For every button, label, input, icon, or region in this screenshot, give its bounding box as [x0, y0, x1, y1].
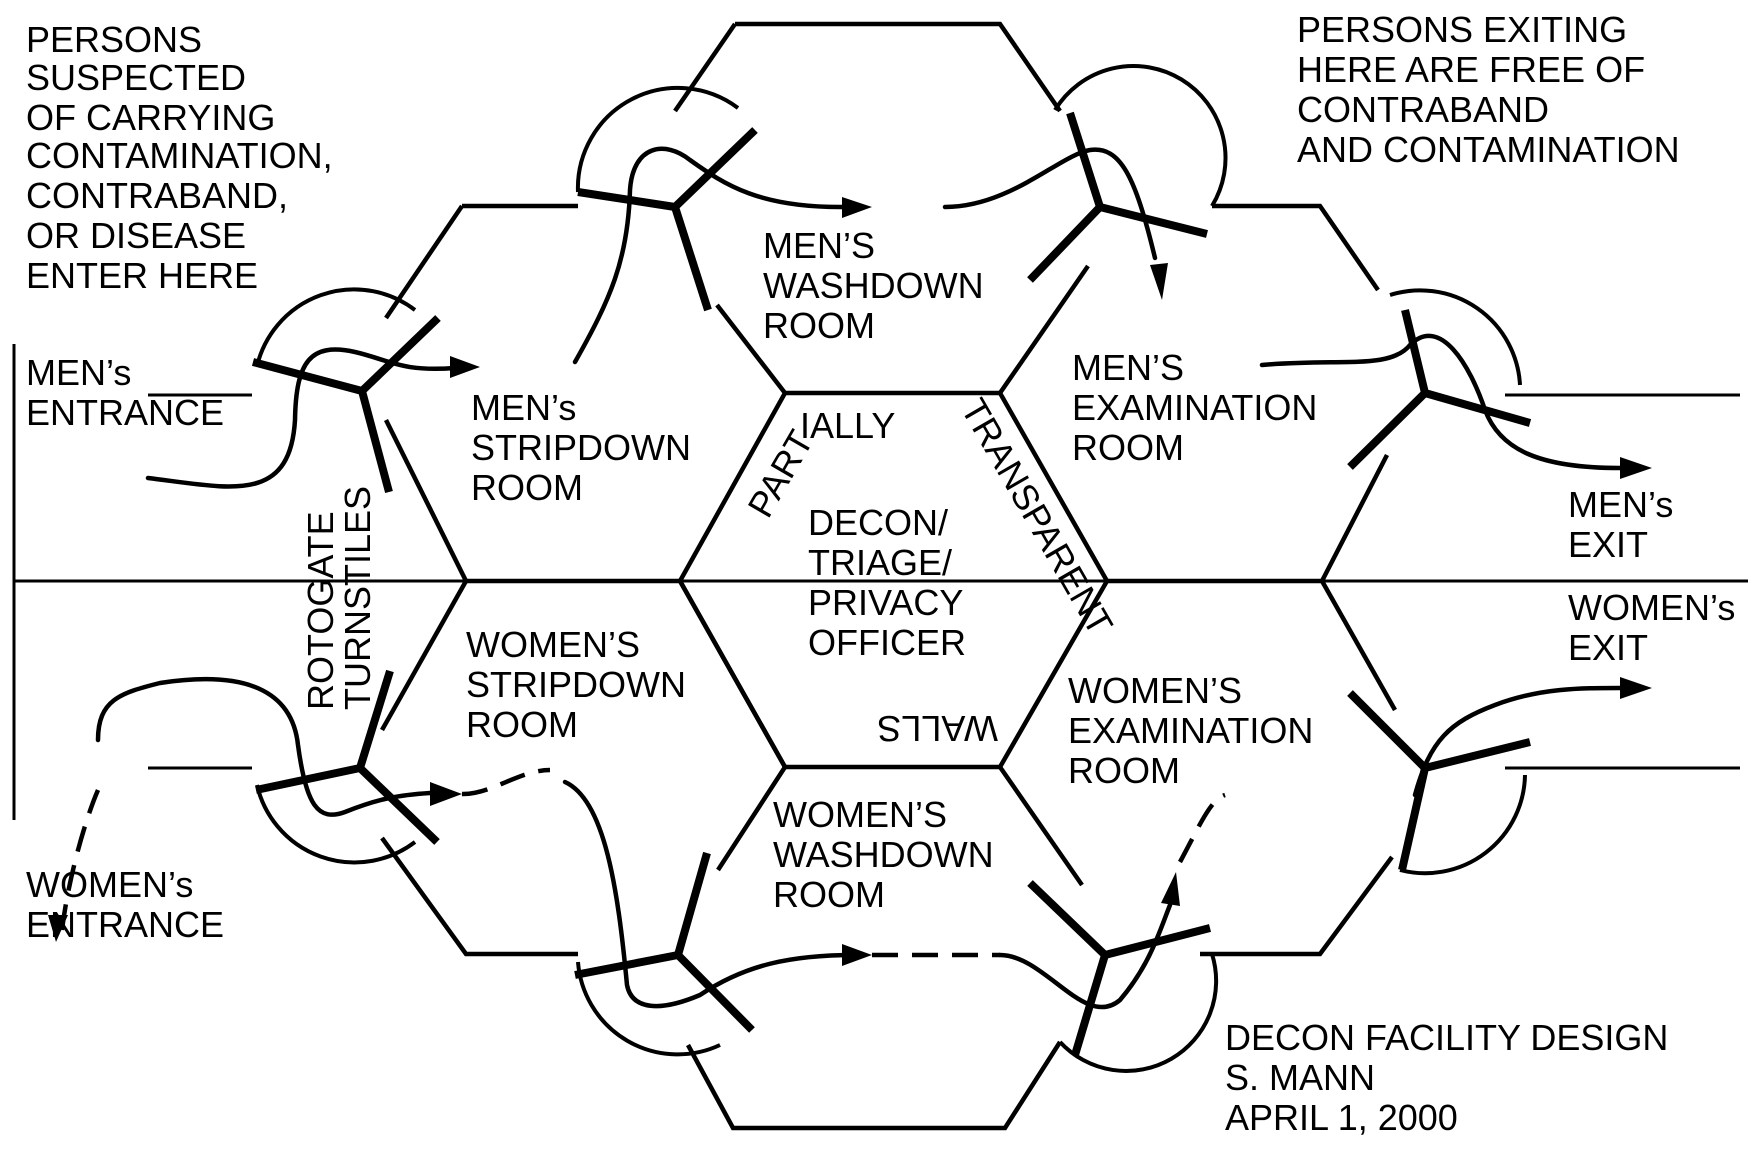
arrowhead	[1161, 872, 1180, 906]
womens-exit-turnstile	[1399, 774, 1527, 876]
rotogate-turnstiles	[251, 63, 1532, 1073]
mens-washdown-label: MEN’S WASHDOWN ROOM	[763, 225, 994, 346]
arrowhead	[430, 782, 462, 806]
arrowhead	[1620, 677, 1652, 699]
womens-entrance-turnstile	[255, 784, 417, 865]
womens-stripdown-label: WOMEN’S STRIPDOWN ROOM	[466, 624, 696, 745]
mens-wash-exam-turnstile	[1053, 63, 1228, 208]
womens-exam-label: WOMEN’S EXAMINATION ROOM	[1068, 670, 1323, 791]
exit-note: PERSONS EXITING HERE ARE FREE OF CONTRAB…	[1297, 9, 1680, 170]
mens-strip-wash-turnstile	[575, 85, 740, 193]
womens-exit-label: WOMEN’s EXIT	[1568, 587, 1745, 668]
womens-strip-wash-turnstile	[576, 961, 721, 1057]
arrowhead	[450, 356, 480, 378]
corridor-lines	[12, 344, 1748, 820]
mens-flow-path	[145, 146, 1652, 489]
arrowhead	[1150, 263, 1168, 300]
mens-exam-label: MEN’S EXAMINATION ROOM	[1072, 347, 1327, 468]
credit-label: DECON FACILITY DESIGN S. MANN APRIL 1, 2…	[1225, 1017, 1678, 1138]
arrowhead	[1620, 457, 1652, 479]
arrowhead	[842, 197, 872, 218]
mens-exit-turnstile	[1389, 288, 1522, 386]
mens-exit-label: MEN’s EXIT	[1568, 484, 1683, 565]
womens-entrance-label: WOMEN’s ENTRANCE	[26, 864, 224, 945]
arrowhead	[842, 944, 872, 966]
entrance-note: PERSONS SUSPECTED OF CARRYING CONTAMINAT…	[26, 19, 343, 296]
womens-washdown-label: WOMEN’S WASHDOWN ROOM	[773, 794, 1004, 915]
turnstiles-label: ROTOGATE TURNSTILES	[300, 486, 378, 710]
mens-entrance-turnstile	[255, 287, 417, 367]
mens-entrance-label: MEN’s ENTRANCE	[26, 352, 224, 433]
wall-label-walls: WALLS	[877, 708, 998, 749]
mens-stripdown-label: MEN’s STRIPDOWN ROOM	[471, 387, 701, 508]
womens-flow-path	[48, 676, 1652, 1010]
wall-label-ially: IALLY	[800, 405, 895, 446]
womens-wash-exam-turnstile	[1058, 953, 1219, 1073]
arrowhead	[48, 915, 68, 942]
center-label: DECON/ TRIAGE/ PRIVACY OFFICER	[808, 502, 973, 663]
